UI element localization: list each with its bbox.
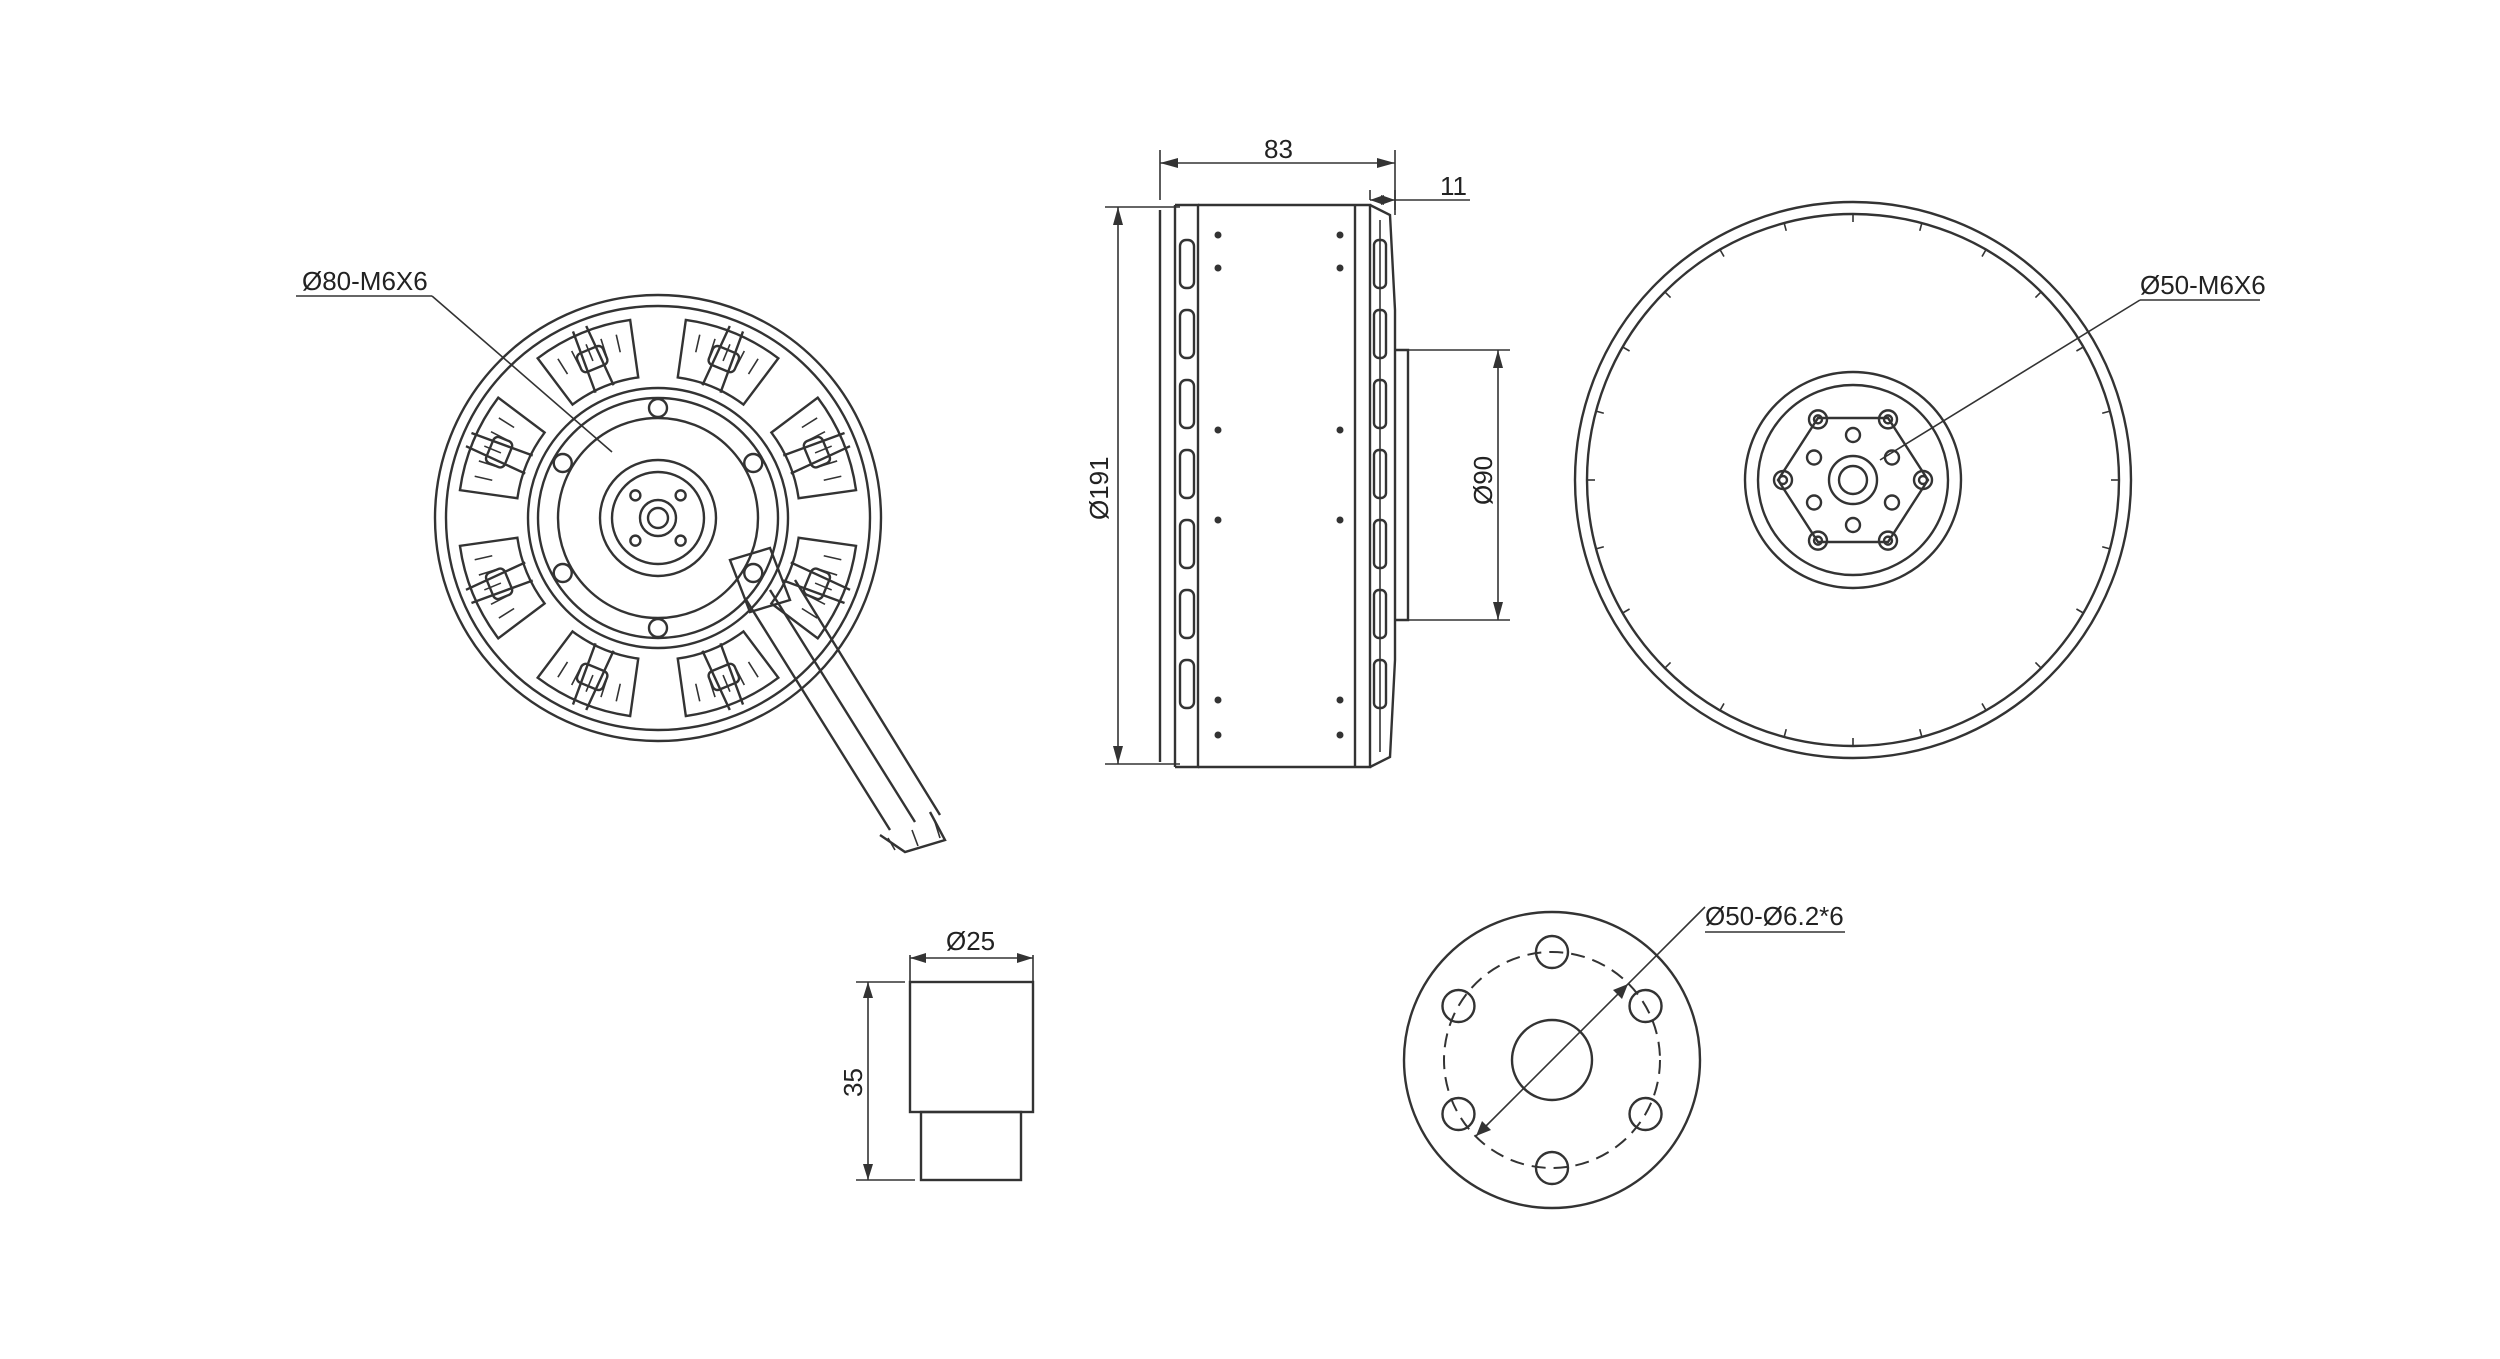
label-flange: 11 bbox=[1440, 171, 1467, 201]
side-slot bbox=[1372, 378, 1388, 430]
hub-hole bbox=[674, 489, 687, 502]
spoke bbox=[465, 431, 534, 475]
spoke-pad bbox=[802, 435, 832, 469]
hub-hole bbox=[1844, 516, 1862, 534]
bolt-hole bbox=[1877, 409, 1899, 430]
rivet bbox=[1214, 264, 1222, 272]
label-prop-adapter-height: 35 bbox=[838, 1068, 868, 1097]
mount-hole bbox=[1441, 988, 1476, 1024]
rivet bbox=[1336, 696, 1344, 704]
side-slot bbox=[1178, 308, 1196, 360]
leader-rear-bolt-circle bbox=[1879, 299, 2260, 461]
side-slot bbox=[1178, 448, 1196, 500]
mount-hole bbox=[1628, 1096, 1663, 1132]
cooling-cell bbox=[458, 395, 547, 500]
spoke bbox=[701, 325, 745, 394]
hub-hole bbox=[629, 534, 642, 547]
cooling-cell bbox=[535, 629, 640, 718]
rivet bbox=[1336, 264, 1344, 272]
spoke bbox=[571, 325, 615, 394]
cooling-cell bbox=[676, 318, 781, 407]
label-width: 83 bbox=[1264, 134, 1293, 164]
spoke bbox=[701, 642, 745, 711]
side-slot bbox=[1178, 588, 1196, 640]
bolt-hole bbox=[743, 562, 764, 584]
cooling-cell bbox=[769, 395, 858, 500]
side-slot bbox=[1178, 378, 1196, 430]
spoke-pad bbox=[575, 662, 609, 692]
bolt-hole bbox=[1807, 530, 1829, 551]
bolt-hole bbox=[647, 397, 669, 419]
rivet bbox=[1214, 731, 1222, 739]
mount-hole bbox=[1441, 1096, 1476, 1132]
rivet bbox=[1214, 696, 1222, 704]
cooling-cell bbox=[676, 629, 781, 718]
spoke-pad bbox=[484, 567, 514, 601]
leader-front-bolt-circle bbox=[296, 295, 613, 453]
hub-hole bbox=[1805, 449, 1823, 466]
side-slot bbox=[1372, 308, 1388, 360]
mount-hole bbox=[1628, 988, 1663, 1024]
spoke bbox=[782, 431, 851, 475]
rivet bbox=[1336, 731, 1344, 739]
dim-base-diameter bbox=[1408, 349, 1510, 621]
side-slot bbox=[1372, 658, 1388, 710]
spoke-pad bbox=[707, 662, 741, 692]
hub-hole bbox=[1844, 426, 1862, 444]
cooling-cell bbox=[769, 536, 858, 641]
front-view bbox=[433, 293, 947, 854]
rivet bbox=[1214, 516, 1222, 524]
mount-hole bbox=[1534, 934, 1570, 970]
hub-hole bbox=[1883, 494, 1901, 511]
hub-hole bbox=[629, 489, 642, 502]
rivet bbox=[1214, 426, 1222, 434]
dim-outer-diameter bbox=[1105, 206, 1180, 765]
spoke-pad bbox=[575, 344, 609, 374]
rear-view bbox=[1573, 200, 2133, 760]
label-prop-adapter-diameter: Ø25 bbox=[946, 926, 995, 956]
bolt-hole bbox=[1807, 409, 1829, 430]
side-view bbox=[1158, 203, 1410, 769]
hub-hole bbox=[674, 534, 687, 547]
hub-hole bbox=[1805, 494, 1823, 511]
side-slot bbox=[1372, 518, 1388, 570]
cooling-cell bbox=[458, 536, 547, 641]
side-slot bbox=[1372, 448, 1388, 500]
side-slot bbox=[1178, 238, 1196, 290]
rivet bbox=[1214, 231, 1222, 239]
side-slot bbox=[1372, 238, 1388, 290]
label-base-diameter: Ø90 bbox=[1468, 456, 1498, 505]
side-slot bbox=[1372, 588, 1388, 640]
bolt-hole bbox=[647, 617, 669, 639]
label-outer-diameter: Ø191 bbox=[1084, 456, 1114, 520]
rivet bbox=[1336, 426, 1344, 434]
label-front-bolt-circle: Ø80-M6X6 bbox=[302, 266, 428, 296]
side-slot bbox=[1178, 658, 1196, 710]
bolt-hole bbox=[1772, 469, 1794, 491]
mount-hole bbox=[1534, 1150, 1570, 1186]
bolt-hole bbox=[552, 562, 573, 584]
mount-pattern-view bbox=[1402, 906, 1845, 1210]
cooling-cell bbox=[535, 318, 640, 407]
label-rear-bolt-circle: Ø50-M6X6 bbox=[2140, 270, 2266, 300]
label-mount-hole-pattern: Ø50-Ø6.2*6 bbox=[1705, 901, 1844, 931]
prop-adapter-view bbox=[856, 953, 1035, 1182]
bolt-hole bbox=[743, 452, 764, 474]
dim-flange bbox=[1369, 190, 1470, 215]
rivet bbox=[1336, 231, 1344, 239]
spoke bbox=[782, 561, 851, 605]
spoke-pad bbox=[484, 435, 514, 469]
spoke-pad bbox=[707, 344, 741, 374]
dim-width bbox=[1159, 150, 1396, 210]
spoke bbox=[571, 642, 615, 711]
spoke bbox=[465, 561, 534, 605]
bolt-hole bbox=[552, 452, 573, 474]
spoke-pad bbox=[802, 567, 832, 601]
rivet bbox=[1336, 516, 1344, 524]
bolt-hole bbox=[1877, 530, 1899, 551]
side-slot bbox=[1178, 518, 1196, 570]
bolt-hole bbox=[1912, 469, 1934, 491]
